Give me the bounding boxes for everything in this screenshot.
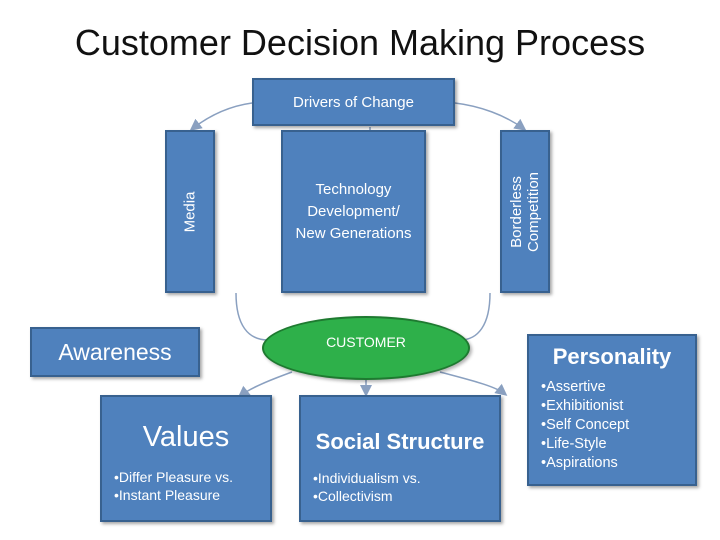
drivers-of-change-box: Drivers of Change — [252, 78, 455, 126]
technology-line3: New Generations — [295, 224, 412, 242]
borderless-competition-box: Borderless Competition — [500, 130, 550, 293]
arrow-customer-to-values — [237, 371, 293, 398]
social-structure-list: Individualism vs. Collectivism — [313, 469, 499, 505]
personality-list: Assertive Exhibitionist Self Concept Lif… — [541, 378, 695, 473]
awareness-label: Awareness — [58, 338, 172, 365]
technology-line2: Development/ — [307, 202, 400, 220]
personality-item: Exhibitionist — [541, 397, 695, 416]
arrow-customer-to-personality — [439, 371, 508, 396]
technology-line1: Technology — [315, 180, 392, 198]
social-structure-box: Social Structure Individualism vs. Colle… — [299, 395, 501, 522]
media-label: Media — [181, 191, 199, 232]
media-box: Media — [165, 130, 215, 293]
borderless-line1: Borderless — [508, 175, 525, 248]
curve-competition-to-customer — [459, 292, 491, 341]
arrow-drivers-to-media — [189, 102, 253, 131]
social-structure-item: Individualism vs. — [313, 469, 499, 487]
personality-title: Personality — [552, 344, 672, 369]
personality-item: Aspirations — [541, 454, 695, 473]
customer-label: CUSTOMER — [326, 334, 406, 350]
personality-item: Self Concept — [541, 416, 695, 435]
page-title: Customer Decision Making Process — [74, 22, 646, 63]
technology-label: Technology Development/ New Generations — [296, 179, 412, 245]
curve-media-to-customer — [235, 292, 269, 341]
personality-item: Life-Style — [541, 435, 695, 454]
borderless-line2: Competition — [525, 171, 542, 252]
personality-box: Personality Assertive Exhibitionist Self… — [527, 334, 697, 486]
values-list: Differ Pleasure vs. Instant Pleasure — [114, 468, 270, 504]
values-box: Values Differ Pleasure vs. Instant Pleas… — [100, 395, 272, 522]
arrow-drivers-to-competition — [454, 102, 527, 131]
technology-box: Technology Development/ New Generations — [281, 130, 426, 293]
drivers-of-change-label: Drivers of Change — [293, 93, 414, 111]
values-item: Instant Pleasure — [114, 486, 270, 504]
social-structure-title: Social Structure — [315, 429, 485, 454]
social-structure-item: Collectivism — [313, 487, 499, 505]
values-item: Differ Pleasure vs. — [114, 468, 270, 486]
awareness-box: Awareness — [30, 327, 200, 377]
customer-ellipse: CUSTOMER — [262, 316, 470, 380]
values-title: Values — [142, 421, 230, 453]
borderless-competition-label: Borderless Competition — [508, 171, 542, 251]
personality-item: Assertive — [541, 378, 695, 397]
